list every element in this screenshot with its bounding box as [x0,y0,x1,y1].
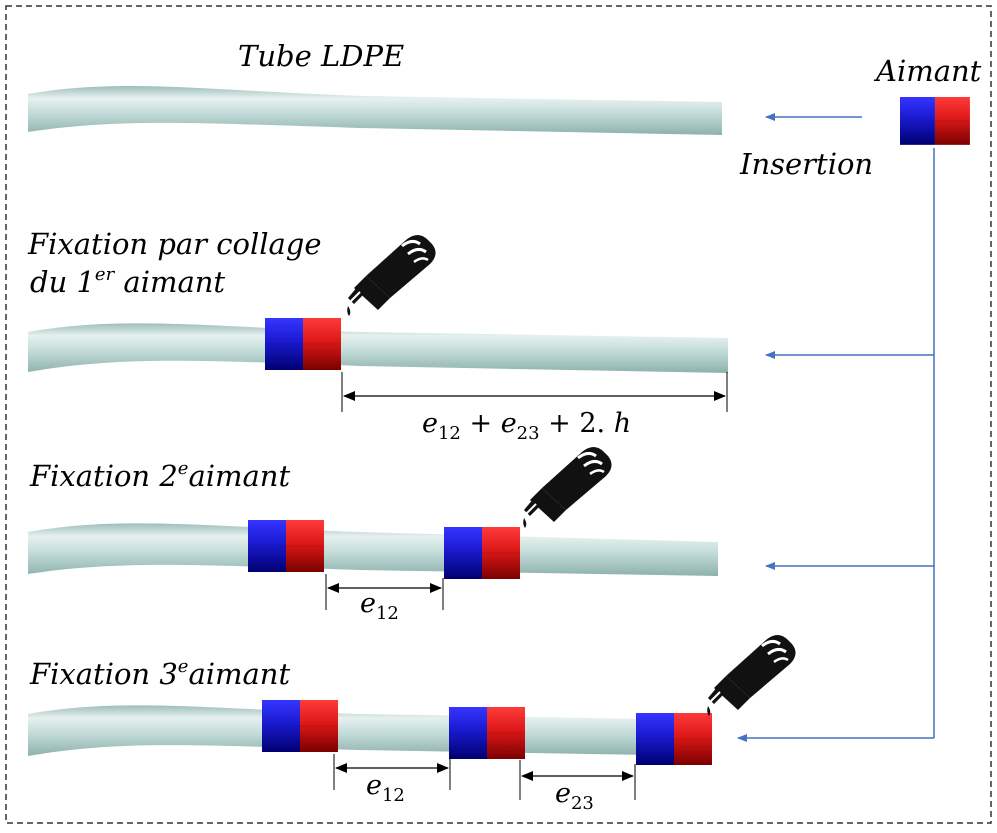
magnet-3 [635,712,713,766]
magnet-label: Aimant [873,54,982,88]
glue-tube-icon [705,633,798,718]
step3-title: Fixation 3eaimant [29,656,290,691]
glue-tube-icon [345,233,438,318]
ldpe-tube-3 [28,523,718,576]
step1-title: Fixation par collage [27,227,322,261]
magnet-1-row2 [247,519,325,573]
dim-e12-label: e12 [360,588,399,624]
insertion-label: Insertion [739,147,873,181]
ldpe-tube-2 [28,323,728,373]
step1-subtitle: du 1er aimant [30,264,225,299]
magnet-source [899,96,971,146]
dim-e12-label: e12 [366,770,405,806]
dim-e23-label: e23 [555,778,594,814]
magnet-2-row3 [448,706,526,760]
tube-label: Tube LDPE [238,39,404,73]
dashed-frame [5,5,992,824]
magnet-1 [264,317,342,371]
magnet-2 [443,526,521,580]
magnet-1-row3 [261,699,339,753]
dim-total-label: e12 + e23 + 2. h [422,408,631,444]
ldpe-tube-1 [28,86,722,135]
glue-tube-icon [521,445,614,530]
ldpe-tube-4 [28,705,706,756]
step2-title: Fixation 2eaimant [29,458,290,493]
